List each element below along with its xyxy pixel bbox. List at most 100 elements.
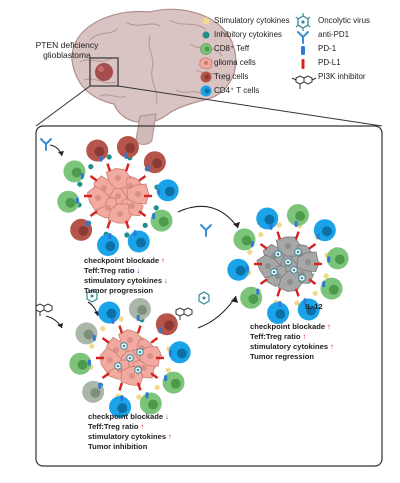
legend-label: glioma cells: [214, 58, 256, 67]
pd1-marker: [108, 233, 112, 240]
effect-line: stimulatory cytokines↑: [250, 342, 334, 352]
pdl1-marker: [136, 382, 142, 391]
arrow-down-icon: ↓: [164, 276, 168, 285]
pdl1-marker: [259, 243, 268, 250]
stimulatory-cytokine: [294, 300, 300, 306]
legend-item: anti-PD1: [318, 28, 370, 42]
oncolytic-virus-icon: [284, 257, 292, 267]
effects-tumor-inhibition: checkpoint blockade↓Teff:Treg ratio↑stim…: [88, 412, 172, 452]
inhibitory-cytokine-icon: [202, 31, 210, 39]
cd8-teff-cell: [162, 371, 185, 394]
cd8-teff-cell: [75, 322, 98, 345]
pdl1-marker: [150, 372, 159, 379]
cd8-teff-icon: [200, 43, 212, 55]
stimulatory-cytokine: [89, 343, 95, 349]
pd1-marker: [245, 265, 249, 272]
pd1-marker: [120, 395, 124, 402]
legend-label: anti-PD1: [318, 30, 350, 39]
oncolytic-virus-icon: [274, 249, 282, 259]
stimulatory-cytokine: [100, 326, 106, 332]
oncolytic-virus-icon: [120, 341, 128, 351]
pd1-marker: [327, 256, 331, 263]
legend-item: glioma cells: [214, 56, 290, 70]
pd1-icon: [301, 46, 305, 55]
effect-text: Teff:Treg ratio: [250, 332, 301, 341]
inhibitory-cytokine: [88, 164, 94, 170]
cd8-teff-cell: [150, 209, 173, 232]
arrow-up-icon: ↑: [168, 432, 172, 441]
pd1-marker: [124, 152, 128, 159]
cd4-t-cell: [109, 396, 132, 419]
anti-pd1-entry-arrow: [49, 144, 63, 157]
stimulatory-cytokine: [165, 367, 171, 373]
arrow-up-icon: ↑: [330, 342, 334, 351]
pdl1-marker: [294, 288, 300, 297]
pd1-marker: [98, 382, 102, 389]
legend-item: CD4⁺ T cells: [214, 84, 290, 98]
effect-line: Tumor regression: [250, 352, 334, 362]
stimulatory-cytokine: [312, 290, 318, 296]
legend-icons: [199, 13, 317, 97]
stimulatory-cytokine: [136, 394, 142, 400]
effect-text: checkpoint blockade: [88, 412, 164, 421]
effects-tumor-progression: checkpoint blockade↑Teff:Treg ratio↓stim…: [84, 256, 168, 296]
pdl1-marker: [106, 163, 112, 172]
cd4-t-cell: [97, 234, 120, 257]
brain-label: PTEN deficiency glioblastoma: [35, 40, 99, 60]
arrow-down-icon: ↓: [165, 412, 169, 421]
cd8-teff-cell: [57, 190, 80, 213]
pdl1-marker: [89, 210, 98, 217]
arrow-up-icon: ↑: [327, 322, 331, 331]
pd1-marker: [99, 155, 103, 162]
brain-outline: [71, 8, 237, 124]
zoom-line-left: [35, 85, 91, 127]
pdl1-marker: [276, 288, 282, 297]
scene-tumor-progression: [57, 135, 179, 257]
anti-pd1-icon: [40, 138, 52, 151]
legend-label: PI3K inhibitor: [318, 72, 366, 81]
cd4-t-cell: [98, 301, 121, 324]
effects-tumor-regression: checkpoint blockade↑Teff:Treg ratio↑stim…: [250, 322, 334, 362]
pd1-marker: [256, 288, 260, 295]
pi3k-inhibitor-icon: [291, 75, 317, 89]
cd4-t-cell-icon: [200, 85, 212, 97]
pdl1-marker: [124, 220, 130, 229]
pdl1-marker: [156, 356, 164, 360]
cd4-t-cell: [267, 302, 290, 325]
stimulatory-cytokine: [118, 316, 124, 322]
oncolytic-virus-icon: [114, 361, 122, 371]
pdl1-icon: [301, 59, 305, 69]
cd8-teff-cell: [69, 352, 92, 375]
pd1-marker: [86, 220, 90, 227]
effect-line: checkpoint blockade↑: [84, 256, 168, 266]
treg-cell: [116, 135, 139, 158]
glioma-cell-icon: [199, 57, 213, 70]
legend-item: Stimulatory cytokines: [214, 14, 290, 28]
pdl1-marker: [294, 231, 300, 240]
inhibitory-cytokine: [124, 232, 130, 238]
pdl1-marker: [308, 278, 317, 285]
transition-arrows: [45, 144, 240, 329]
brain-illustration: [35, 8, 383, 145]
pd1-marker: [146, 165, 150, 172]
pd1-marker: [92, 334, 96, 341]
cd8-teff-cell: [139, 392, 162, 415]
effect-line: stimulatory cytokines↓: [84, 276, 168, 286]
effect-line: checkpoint blockade↑: [250, 322, 334, 332]
oncolytic-virus-icon: [298, 273, 306, 283]
pd1-marker: [152, 213, 156, 220]
pdl1-marker: [138, 175, 147, 182]
pdl1-marker: [138, 210, 147, 217]
pd1-marker: [250, 240, 254, 247]
pdl1-marker: [259, 278, 268, 285]
oncolytic-virus-icon: [136, 347, 144, 357]
stimulatory-cytokine: [323, 273, 329, 279]
pd1-marker: [316, 233, 320, 240]
effect-line: Tumor inhibition: [88, 442, 172, 452]
detail-frame: [35, 125, 383, 467]
pdl1-marker: [124, 163, 130, 172]
scene-tumor-inhibition: [69, 297, 191, 419]
